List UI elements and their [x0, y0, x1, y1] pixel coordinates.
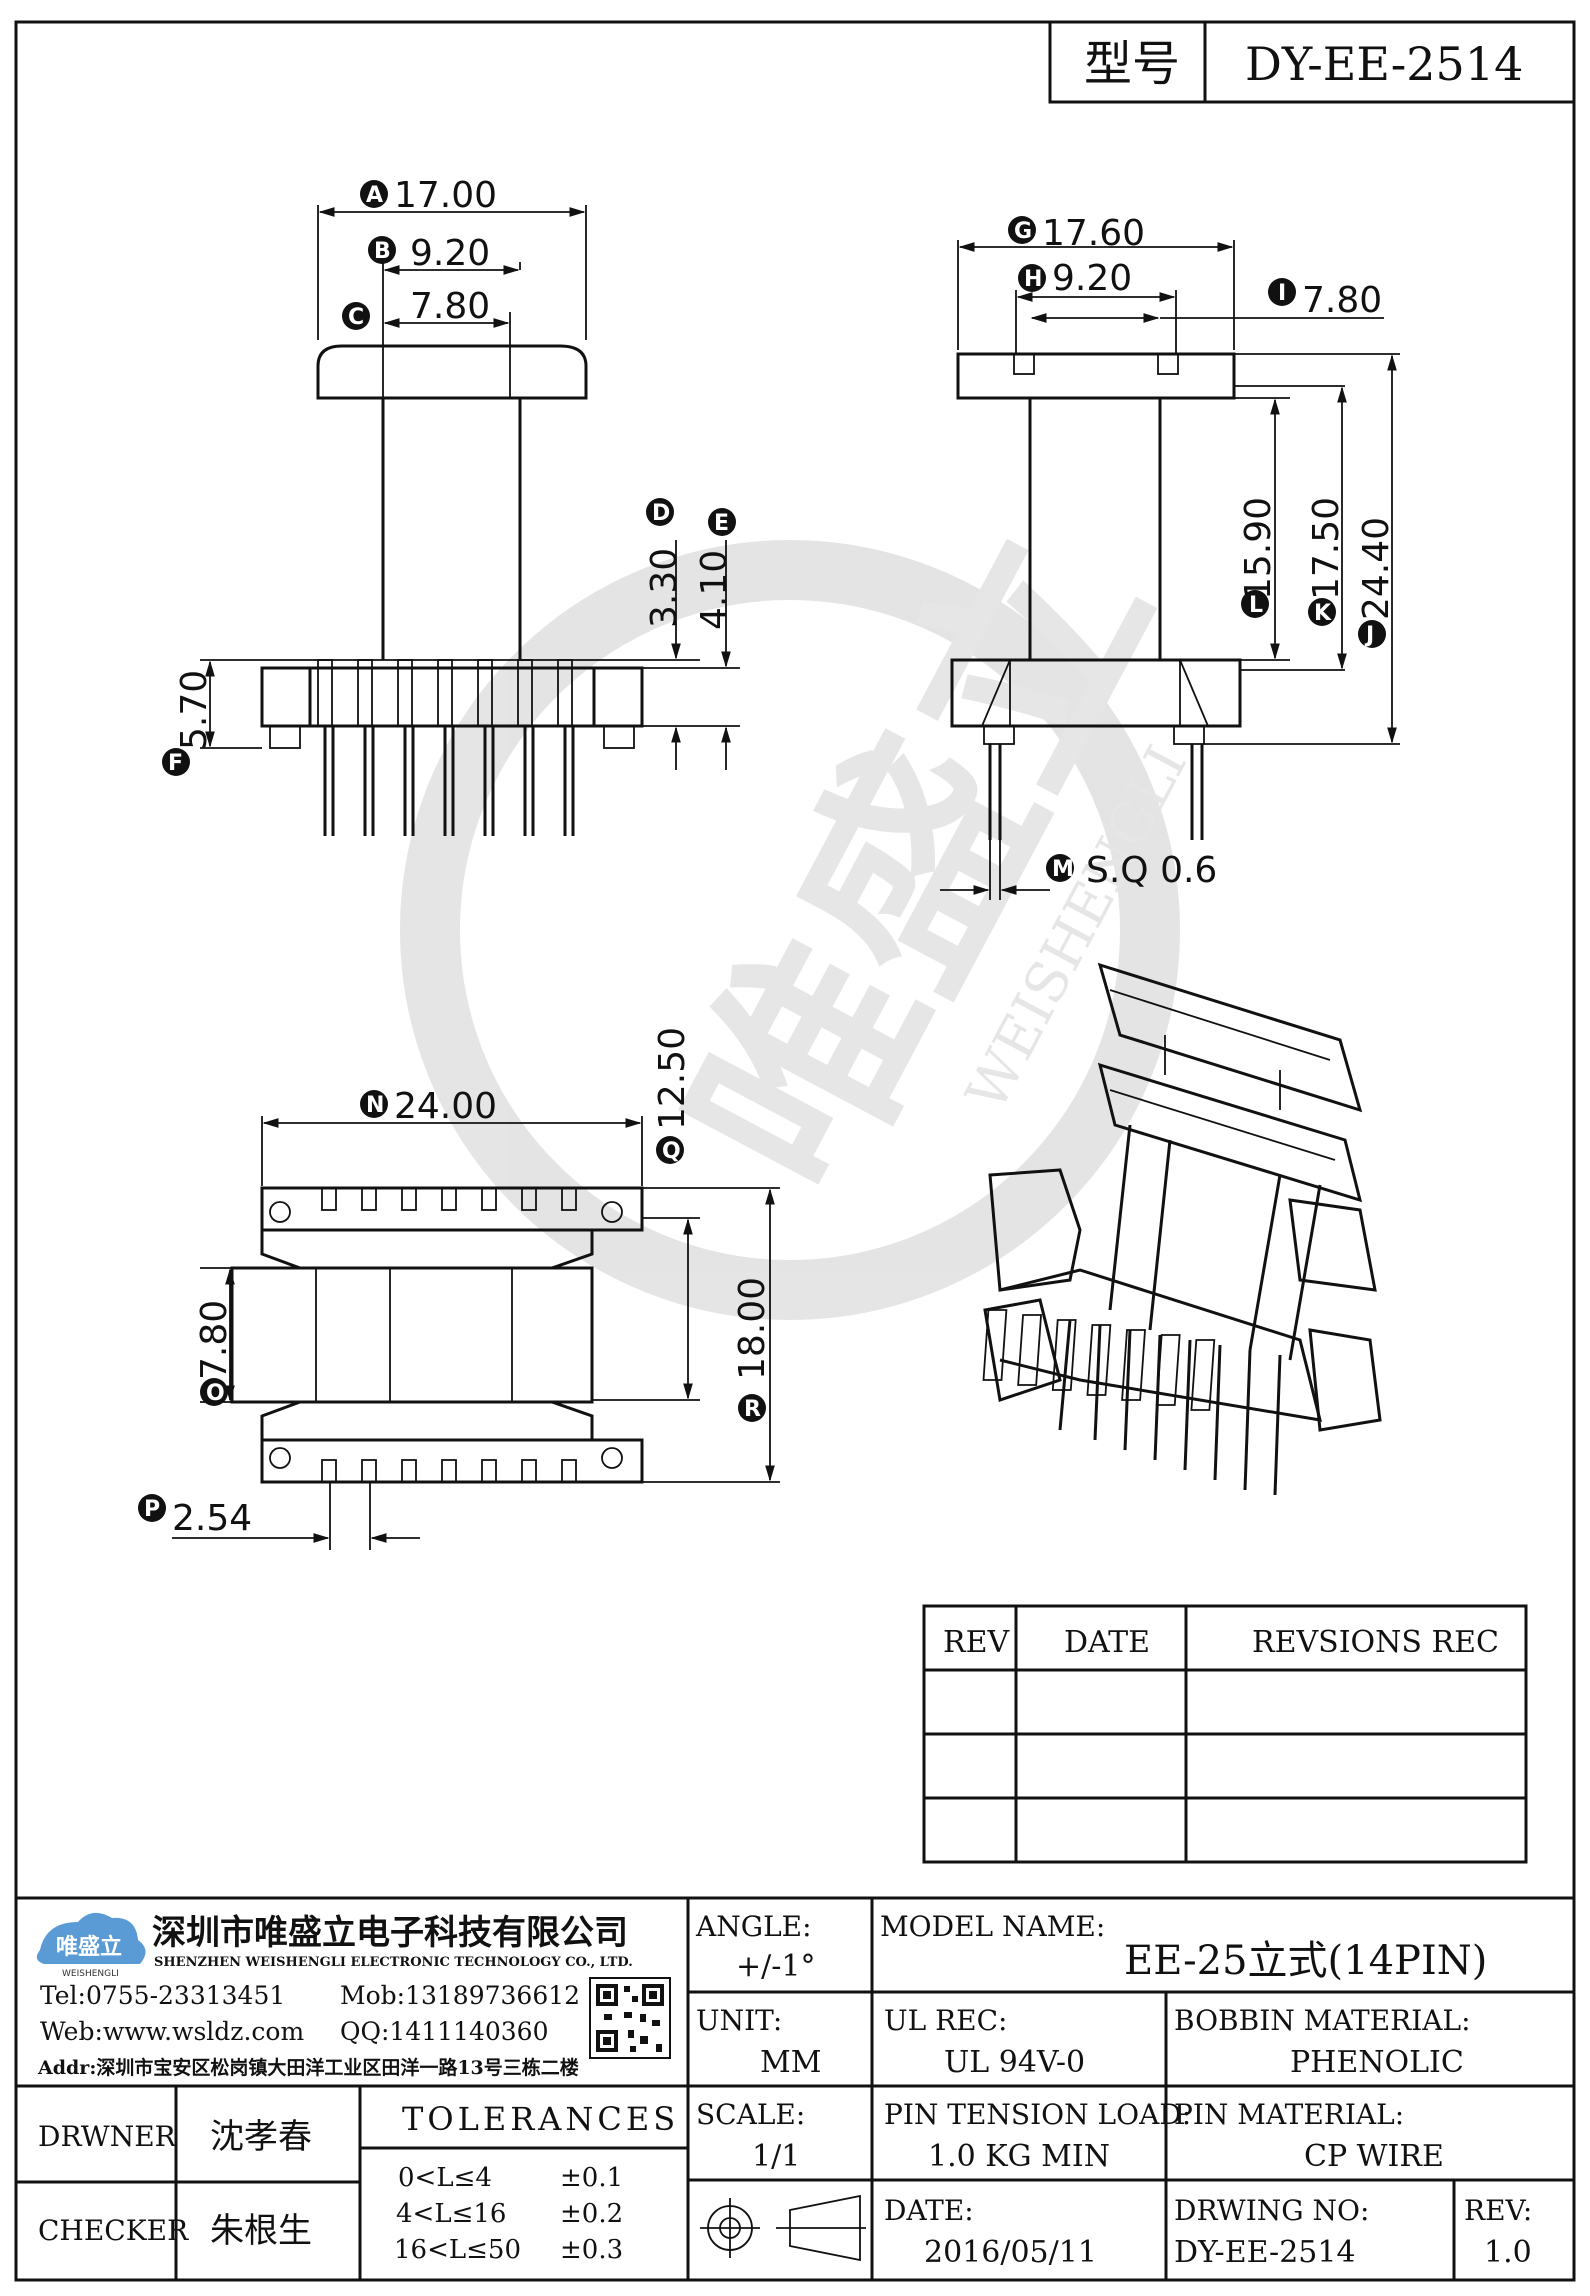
- dim-m-value: S.Q 0.6: [1086, 850, 1217, 891]
- company-web: Web:www.wsldz.com: [40, 2017, 304, 2046]
- tol-value-3: ±0.3: [560, 2235, 623, 2265]
- checker-label: CHECKER: [38, 2214, 189, 2247]
- unit-value: MM: [760, 2045, 821, 2080]
- date-header: DATE: [1064, 1625, 1150, 1660]
- dim-n-value: 24.00: [394, 1086, 497, 1127]
- dim-q-value: 12.50: [652, 1027, 693, 1130]
- tol-range-3: 16<L≤50: [394, 2235, 521, 2265]
- bobbin-material-value: PHENOLIC: [1290, 2045, 1464, 2080]
- rev-header: REV: [943, 1625, 1010, 1660]
- dim-g-value: 17.60: [1042, 213, 1145, 254]
- dim-p-value: 2.54: [172, 1498, 252, 1539]
- side-view: G 17.60 H 9.20 I 7.80 15.90 L 17.50 K 24…: [940, 213, 1400, 900]
- dim-d-value: 3.30: [644, 548, 685, 628]
- dim-g-marker: G: [1014, 219, 1032, 244]
- angle-label: ANGLE:: [695, 1910, 812, 1943]
- dim-n-marker: N: [366, 1093, 384, 1118]
- ul-rec-value: UL 94V-0: [944, 2045, 1085, 2080]
- date-value: 2016/05/11: [924, 2235, 1097, 2270]
- model-number: DY-EE-2514: [1245, 37, 1523, 91]
- ul-rec-label: UL REC:: [884, 2004, 1007, 2037]
- revisions-header: REVSIONS REC: [1252, 1625, 1499, 1660]
- dim-e-marker: E: [714, 511, 729, 536]
- dim-f-marker: F: [168, 751, 183, 776]
- rev-label: REV:: [1464, 2194, 1532, 2227]
- pin-tension-label: PIN TENSION LOAD:: [884, 2098, 1191, 2131]
- dim-k-value: 17.50: [1306, 497, 1347, 600]
- dim-h-value: 9.20: [1052, 258, 1132, 299]
- date-label: DATE:: [884, 2194, 974, 2227]
- dim-l-marker: L: [1249, 593, 1263, 618]
- drawing-no-value: DY-EE-2514: [1174, 2235, 1356, 2270]
- model-label: 型号: [1084, 36, 1180, 92]
- company-mob: Mob:13189736612: [340, 1981, 580, 2010]
- company-name-cn: 深圳市唯盛立电子科技有限公司: [152, 1913, 628, 1953]
- title-block: 唯盛立 WEISHENGLI 深圳市唯盛立电子科技有限公司 SHENZHEN W…: [16, 1896, 1574, 2280]
- dim-k-marker: K: [1314, 601, 1332, 626]
- dim-c-marker: C: [348, 305, 364, 330]
- svg-text:唯盛立: 唯盛立: [56, 1934, 122, 1960]
- tol-range-1: 0<L≤4: [398, 2163, 492, 2193]
- pin-tension-value: 1.0 KG MIN: [928, 2139, 1110, 2174]
- dim-o-marker: O: [206, 1381, 225, 1406]
- company-logo: 唯盛立 WEISHENGLI: [36, 1912, 146, 1979]
- tol-range-2: 4<L≤16: [396, 2199, 506, 2229]
- projection-symbol: [700, 2194, 866, 2262]
- unit-label: UNIT:: [696, 2004, 782, 2037]
- company-qq: QQ:1411140360: [340, 2017, 548, 2046]
- dim-b-marker: B: [374, 239, 391, 264]
- company-address: Addr:深圳市宝安区松岗镇大田洋工业区田洋一路13号三栋二楼: [37, 2056, 579, 2079]
- front-view: A 17.00 B 9.20 C 7.80 D 3.30 E 4.10 5.70: [162, 175, 740, 836]
- drawer-label: DRWNER: [38, 2120, 177, 2153]
- dim-j-marker: J: [1364, 623, 1374, 648]
- dim-c-value: 7.80: [410, 286, 490, 327]
- company-name-en: SHENZHEN WEISHENGLI ELECTRONIC TECHNOLOG…: [154, 1955, 633, 1970]
- dim-r-marker: R: [744, 1397, 761, 1422]
- dim-d-marker: D: [652, 501, 670, 526]
- tol-value-2: ±0.2: [560, 2199, 623, 2229]
- dim-r-value: 18.00: [732, 1277, 773, 1380]
- company-tel: Tel:0755-23313451: [40, 1981, 285, 2010]
- dim-i-marker: I: [1278, 281, 1286, 306]
- tolerances-label: TOLERANCES: [402, 2100, 679, 2138]
- checker-name: 朱根生: [210, 2211, 312, 2251]
- drawing-no-label: DRWING NO:: [1174, 2194, 1369, 2227]
- angle-value: +/-1°: [736, 1949, 815, 1984]
- drawing-frame: [14, 20, 1576, 2282]
- isometric-view: [982, 962, 1382, 1496]
- rev-value: 1.0: [1484, 2235, 1532, 2270]
- bottom-view: N 24.00 12.50 Q 18.00 R 7.80 O P 2.54: [138, 1027, 780, 1550]
- dim-j-value: 24.40: [1356, 517, 1397, 620]
- dim-o-value: 7.80: [194, 1300, 235, 1380]
- svg-text:WEISHENGLI: WEISHENGLI: [62, 1969, 119, 1979]
- dim-a-value: 17.00: [394, 175, 497, 216]
- dim-e-value: 4.10: [694, 550, 735, 630]
- qr-code: [589, 1977, 671, 2059]
- dim-f-value: 5.70: [174, 670, 215, 750]
- dim-m-marker: M: [1052, 857, 1074, 882]
- dim-p-marker: P: [144, 1497, 160, 1522]
- pin-material-value: CP WIRE: [1304, 2139, 1444, 2174]
- dim-h-marker: H: [1024, 267, 1042, 292]
- model-header: 型号 DY-EE-2514: [1048, 20, 1576, 104]
- dim-i-value: 7.80: [1302, 280, 1382, 321]
- dim-b-value: 9.20: [410, 233, 490, 274]
- model-name-label: MODEL NAME:: [880, 1910, 1105, 1943]
- tol-value-1: ±0.1: [560, 2163, 623, 2193]
- bobbin-material-label: BOBBIN MATERIAL:: [1174, 2004, 1471, 2037]
- scale-value: 1/1: [752, 2139, 800, 2174]
- revision-table: REV DATE REVSIONS REC: [922, 1604, 1528, 1864]
- dim-q-marker: Q: [662, 1139, 681, 1164]
- dim-a-marker: A: [366, 183, 383, 208]
- drawer-name: 沈孝春: [210, 2117, 312, 2157]
- model-name-value: EE-25立式(14PIN): [1124, 1938, 1487, 1984]
- pin-material-label: PIN MATERIAL:: [1174, 2098, 1404, 2131]
- watermark: 唯盛立 WEISHENGLI: [400, 494, 1200, 1320]
- dim-l-value: 15.90: [1238, 497, 1279, 600]
- scale-label: SCALE:: [696, 2098, 805, 2131]
